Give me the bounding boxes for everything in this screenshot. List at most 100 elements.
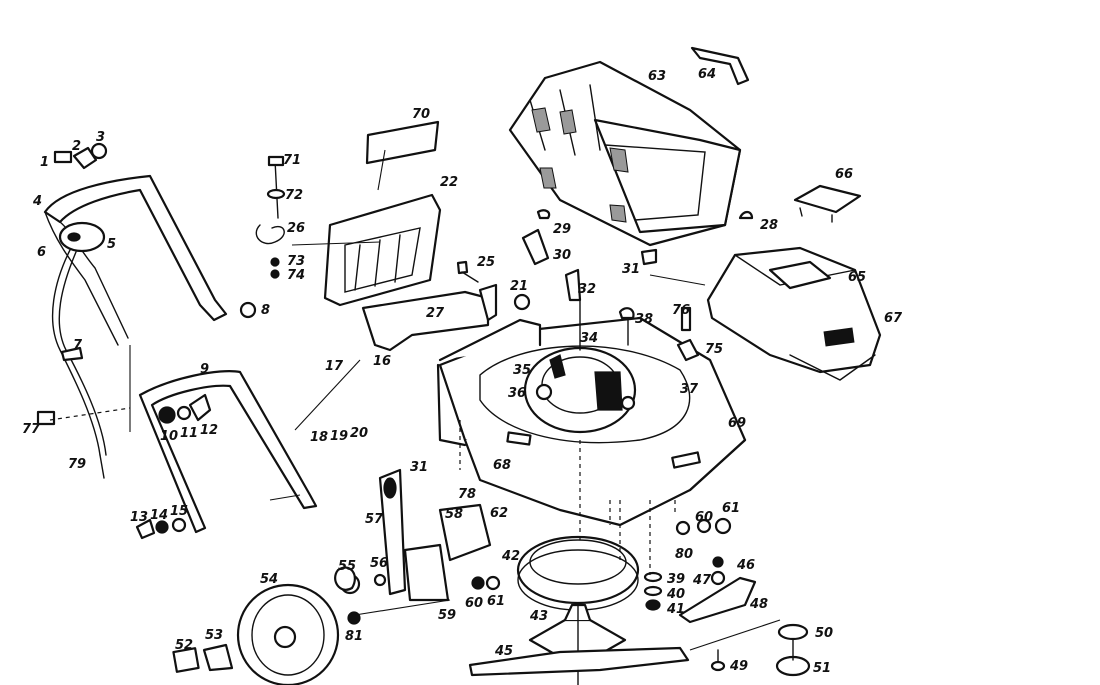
- flap-spring: [255, 155, 286, 279]
- callout-54: 54: [260, 572, 278, 587]
- top-screws: [53, 142, 108, 170]
- callout-71: 71: [283, 153, 301, 168]
- callout-38: 38: [635, 312, 653, 327]
- callout-48: 48: [749, 597, 768, 612]
- callout-34: 34: [580, 331, 598, 346]
- callout-20: 20: [350, 426, 368, 441]
- callout-72: 72: [285, 188, 303, 203]
- callout-13: 13: [130, 510, 148, 525]
- callout-22: 22: [440, 175, 458, 190]
- callout-79: 79: [68, 457, 86, 472]
- callout-81: 81: [345, 629, 363, 644]
- callout-50: 50: [815, 626, 833, 641]
- rear-wheel: [236, 583, 340, 685]
- callout-8: 8: [261, 303, 270, 318]
- callout-68: 68: [493, 458, 511, 473]
- callout-66: 66: [835, 167, 853, 182]
- callout-12: 12: [200, 423, 218, 438]
- callout-9: 9: [200, 362, 209, 377]
- fan-ring: [516, 535, 640, 611]
- switch-box: [521, 209, 551, 266]
- callout-29: 29: [553, 222, 571, 237]
- callout-80: 80: [675, 547, 693, 562]
- callout-78: 78: [458, 487, 476, 502]
- callout-52: 52: [175, 638, 193, 653]
- callout-2: 2: [72, 139, 81, 154]
- front-axle-bracket: [678, 576, 757, 624]
- callout-58: 58: [445, 507, 463, 522]
- callout-60-a: 60: [465, 596, 483, 611]
- lower-handle: [138, 370, 318, 534]
- callout-73: 73: [287, 254, 305, 269]
- callout-60-b: 60: [695, 510, 713, 525]
- cable-clips: [36, 301, 257, 479]
- callout-45: 45: [494, 644, 513, 659]
- callout-77: 77: [22, 422, 41, 437]
- callout-56: 56: [370, 556, 388, 571]
- callout-31-a: 31: [622, 262, 640, 277]
- bracket: [361, 283, 498, 352]
- callout-19: 19: [330, 429, 348, 444]
- callout-74: 74: [287, 268, 305, 283]
- label-plate: [365, 120, 440, 165]
- callout-18: 18: [310, 430, 328, 445]
- blade: [468, 646, 690, 677]
- front-wheel-parts: [710, 623, 811, 677]
- callout-1: 1: [40, 155, 49, 170]
- height-adjuster: [373, 468, 501, 602]
- callout-37: 37: [680, 382, 699, 397]
- catcher-handle: [690, 46, 750, 86]
- callout-59: 59: [438, 608, 456, 623]
- callout-36: 36: [508, 386, 526, 401]
- cover-screws: [640, 210, 754, 266]
- motor-cover: [706, 246, 882, 381]
- callout-30: 30: [553, 248, 571, 263]
- callout-21: 21: [510, 279, 528, 294]
- callout-62: 62: [490, 506, 508, 521]
- callout-5: 5: [107, 237, 116, 252]
- callout-61-a: 61: [487, 594, 505, 609]
- callout-26: 26: [287, 221, 305, 236]
- cover-plate: [793, 184, 862, 223]
- callout-32: 32: [578, 282, 596, 297]
- callout-76: 76: [672, 303, 690, 318]
- callout-61-b: 61: [722, 501, 740, 516]
- axle-knob: [334, 566, 356, 591]
- rear-flap: [323, 193, 442, 307]
- callout-27: 27: [426, 306, 445, 321]
- callout-6: 6: [37, 245, 46, 260]
- screws-center: [456, 260, 700, 362]
- callout-43: 43: [529, 609, 548, 624]
- callout-64: 64: [698, 67, 716, 82]
- callout-46: 46: [736, 558, 755, 573]
- callout-25: 25: [477, 255, 495, 270]
- washers-right: [643, 517, 732, 611]
- callout-67: 67: [884, 311, 903, 326]
- callout-70: 70: [412, 107, 430, 122]
- callout-10: 10: [160, 429, 178, 444]
- callout-75: 75: [705, 342, 723, 357]
- callout-63: 63: [648, 69, 666, 84]
- lever-switch: [58, 221, 106, 253]
- callout-49: 49: [729, 659, 748, 674]
- callout-55: 55: [338, 559, 356, 574]
- callout-53: 53: [205, 628, 223, 643]
- callout-41: 41: [666, 602, 685, 617]
- callout-51: 51: [813, 661, 831, 676]
- callout-28: 28: [760, 218, 778, 233]
- callout-3: 3: [96, 130, 105, 145]
- callout-labels: 1 2 3 4 5 6 7 8 9 10 11 12 13 14 15 16 1…: [22, 67, 903, 676]
- callout-15: 15: [170, 504, 188, 519]
- callout-47: 47: [692, 573, 712, 588]
- callout-31-b: 31: [410, 460, 428, 475]
- callout-11: 11: [180, 426, 198, 441]
- motor: [523, 299, 637, 434]
- leader-lines: [49, 149, 781, 651]
- callout-42: 42: [501, 549, 520, 564]
- callout-16: 16: [373, 354, 391, 369]
- callout-7: 7: [73, 338, 83, 353]
- callout-40: 40: [666, 587, 685, 602]
- handle-knobs: [135, 393, 212, 540]
- callout-4: 4: [32, 194, 42, 209]
